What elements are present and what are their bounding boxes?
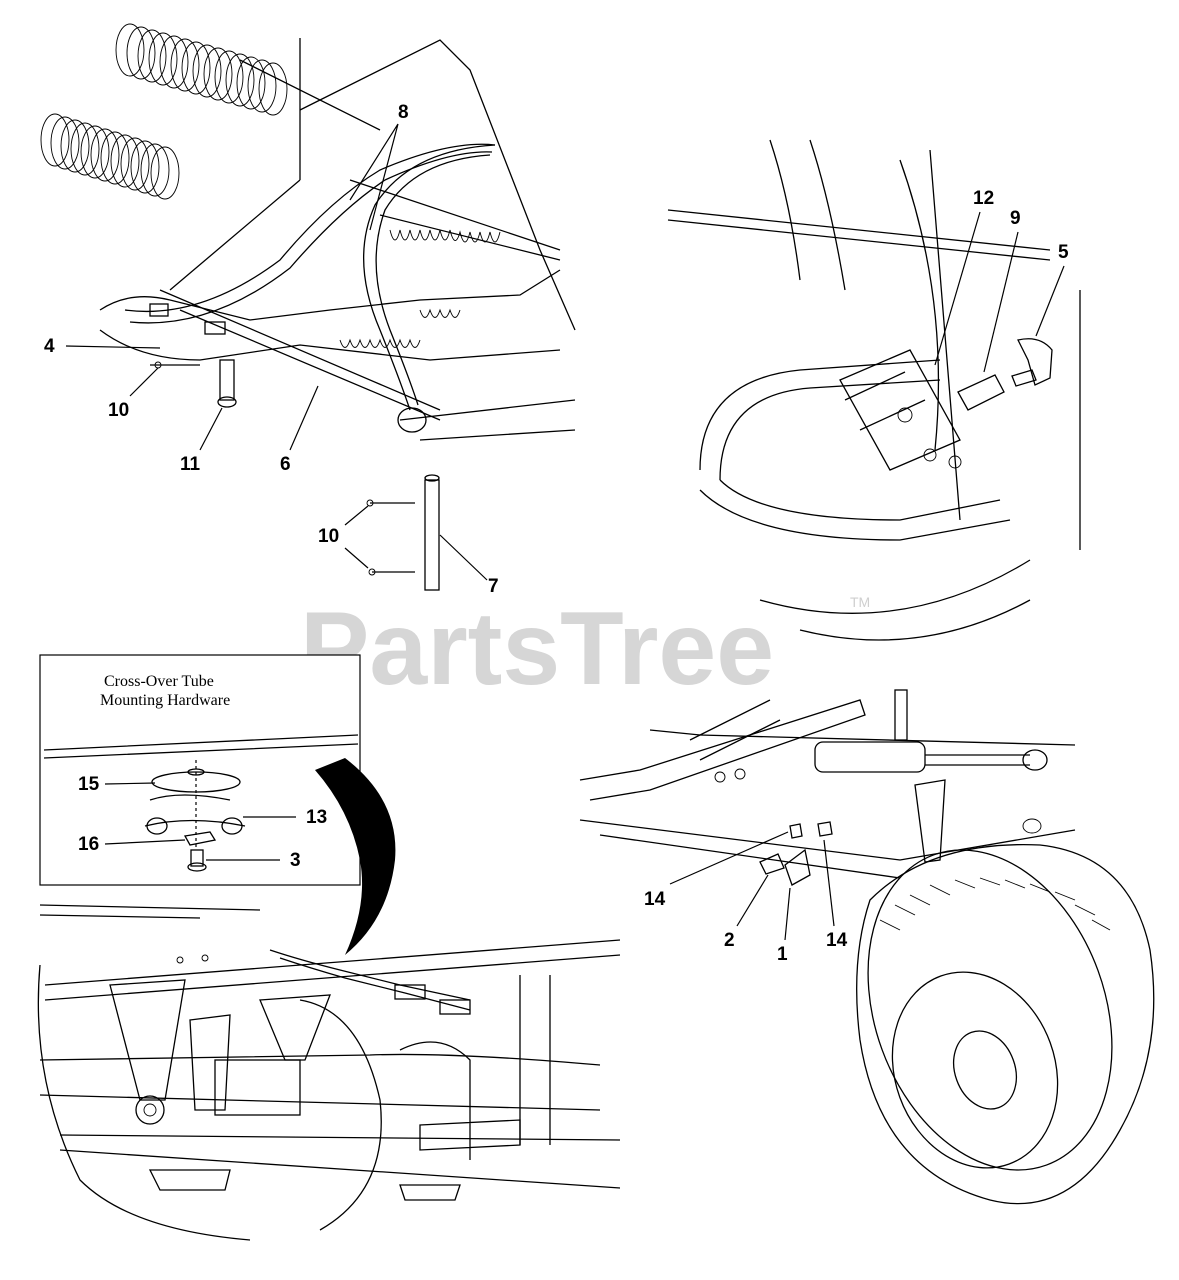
watermark-text: PartsTree	[300, 591, 774, 707]
inset-title-line2: Mounting Hardware	[100, 692, 230, 709]
inset-title-line1: Cross-Over Tube	[104, 673, 214, 690]
callout-13: 13	[306, 807, 327, 828]
spring-coil	[115, 23, 145, 77]
spring-coil	[40, 113, 70, 167]
spring-coil	[170, 38, 200, 92]
illustration-seat-springs	[40, 23, 576, 591]
spring-coil	[50, 116, 80, 170]
callout-7: 7	[488, 576, 499, 597]
spring-coil	[100, 131, 130, 185]
callout-10b: 10	[318, 526, 339, 547]
callout-5: 5	[1058, 242, 1069, 263]
callout-12: 12	[973, 188, 994, 209]
spring-coil	[126, 26, 156, 80]
spring-coil	[60, 119, 90, 173]
spring-coil	[192, 44, 222, 98]
spring-coil	[70, 122, 100, 176]
spring-coil	[225, 53, 255, 107]
callout-8: 8	[398, 102, 409, 123]
callout-1: 1	[777, 944, 788, 965]
callout-14b: 14	[826, 930, 848, 951]
illustration-crossover-frame	[37, 904, 621, 1241]
callout-15: 15	[78, 774, 100, 795]
callouts-bottom-right: 14 2 1 14	[644, 831, 848, 965]
callout-11: 11	[180, 454, 201, 475]
callout-14a: 14	[644, 889, 666, 910]
callouts-top-right: 12 9 5	[934, 188, 1069, 373]
inset-box: Cross-Over Tube Mounting Hardware 15 13 …	[39, 654, 361, 886]
illustration-steering-cylinder	[579, 689, 1155, 1205]
spring-coil	[80, 125, 110, 179]
spring-coil	[120, 137, 150, 191]
callouts-top-left: 8 4 10 11 6 10 7	[44, 102, 499, 597]
spring-coil	[130, 140, 160, 194]
spring-coil	[148, 32, 178, 86]
spring-coil	[137, 29, 167, 83]
inset-pointer	[315, 758, 396, 955]
spring-coil	[140, 143, 170, 197]
spring-coil	[150, 146, 180, 200]
spring-coil	[90, 128, 120, 182]
callout-16: 16	[78, 834, 99, 855]
spring-coil	[159, 35, 189, 89]
spring-coil	[258, 62, 288, 116]
spring-coil	[236, 56, 266, 110]
watermark-trademark: TM	[850, 594, 870, 610]
callout-9: 9	[1010, 208, 1021, 229]
callout-10: 10	[108, 400, 129, 421]
spring-coil	[247, 59, 277, 113]
callout-4: 4	[44, 336, 55, 357]
callout-6: 6	[280, 454, 291, 475]
spring-coil	[214, 50, 244, 104]
callout-2: 2	[724, 930, 735, 951]
illustration-control-valve	[667, 139, 1081, 641]
callout-3: 3	[290, 850, 301, 871]
spring-coil	[203, 47, 233, 101]
spring-coil	[110, 134, 140, 188]
spring-coil	[181, 41, 211, 95]
